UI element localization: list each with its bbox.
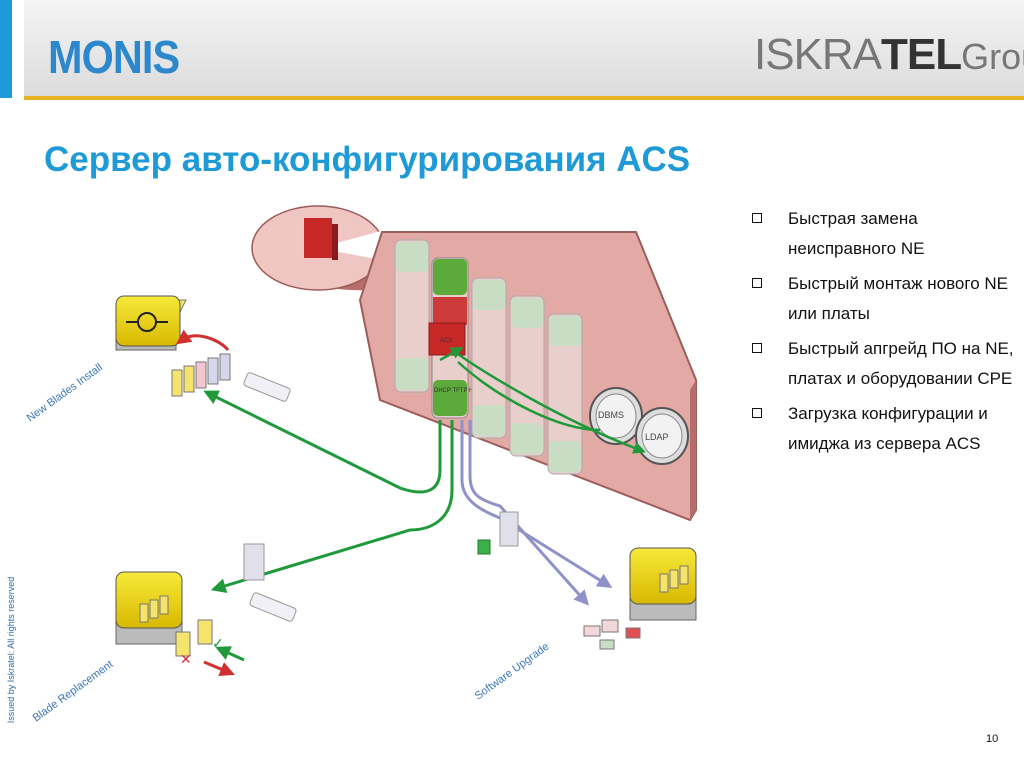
header-underline xyxy=(24,96,1024,100)
bullet-item: Быстрый апгрейд ПО на NE, платах и обору… xyxy=(744,334,1014,394)
header-band xyxy=(24,0,1024,96)
config-file-icon xyxy=(243,372,291,402)
cpe-devices-icon xyxy=(583,619,641,650)
left-accent-bar xyxy=(0,0,12,98)
plug-icon xyxy=(126,312,168,332)
internal-links xyxy=(439,346,646,454)
iskratel-logo: ISKRATELGroup xyxy=(754,30,1024,92)
checkbox-bullet-icon xyxy=(752,213,762,223)
page-title: Сервер авто-конфигурирования ACS xyxy=(44,140,691,179)
service-stack-label: DHCP TFTP HTTP FTP xyxy=(434,388,498,394)
insert-check-icon: ✓ xyxy=(212,635,224,651)
server-shelf xyxy=(251,205,400,291)
iskratel-logo-part-a: ISKRA xyxy=(754,30,882,79)
blade-cards-icon xyxy=(659,565,689,593)
checkbox-bullet-icon xyxy=(752,278,762,288)
software-upgrade-label: Software Upgrade xyxy=(473,641,552,703)
checkbox-bullet-icon xyxy=(752,343,762,353)
blade-slot xyxy=(547,313,583,475)
green-arrows xyxy=(203,390,454,594)
blade-replacement-device: ✕ ✓ xyxy=(115,571,297,677)
copyright-text: Issued by Iskratel: All rights reserved xyxy=(6,576,16,724)
software-upgrade-device xyxy=(583,547,697,650)
config-file-icon xyxy=(249,592,297,622)
new-blades-label: New Blades Install xyxy=(25,362,105,425)
ldap-label: LDAP xyxy=(645,432,669,442)
dbms-label: DBMS xyxy=(598,410,624,420)
ldap-disk-icon: LDAP xyxy=(635,407,689,465)
acs-slot-label: ACS xyxy=(440,338,452,344)
update-packet-icon xyxy=(477,539,491,555)
new-card-icon xyxy=(197,619,213,645)
new-blades-device xyxy=(114,295,291,402)
acs-chassis: ACS DHCP TFTP HTTP FTP DBMS LDAP xyxy=(358,231,697,522)
bullet-text: Быстрый апгрейд ПО на NE, платах и обору… xyxy=(788,339,1014,388)
page-number: 10 xyxy=(986,733,999,745)
blade-slot xyxy=(471,277,507,439)
bullet-text: Быстрая замена неисправного NE xyxy=(788,209,925,258)
blade-cards-icon xyxy=(139,595,169,623)
bullet-item: Загрузка конфигурации и имиджа из сервер… xyxy=(744,399,1014,459)
bullet-item: Быстрый монтаж нового NE или платы xyxy=(744,269,1014,329)
bullet-list: Быстрая замена неисправного NE Быстрый м… xyxy=(744,204,1014,464)
blade-slot xyxy=(394,239,430,393)
remove-cross-icon: ✕ xyxy=(180,651,192,667)
bullet-text: Загрузка конфигурации и имиджа из сервер… xyxy=(788,404,988,453)
config-package-icon xyxy=(243,543,265,581)
blade-slot xyxy=(509,295,545,457)
iskratel-logo-part-c: Group xyxy=(961,36,1024,77)
checkbox-bullet-icon xyxy=(752,408,762,418)
iskratel-logo-part-b: TEL xyxy=(881,30,962,79)
faulty-card-icon xyxy=(175,631,191,657)
bullet-item: Быстрая замена неисправного NE xyxy=(744,204,1014,264)
update-package-icon xyxy=(499,511,519,547)
blade-replacement-label: Blade Replacement xyxy=(31,658,116,724)
copyright-side: Issued by Iskratel: All rights reserved xyxy=(0,570,16,732)
dbms-disk-icon: DBMS xyxy=(589,387,643,445)
blade-cards-icon xyxy=(171,353,231,397)
monis-logo: MONIS xyxy=(48,31,180,83)
server-box-icon xyxy=(304,218,332,258)
bullet-text: Быстрый монтаж нового NE или платы xyxy=(788,274,1008,323)
